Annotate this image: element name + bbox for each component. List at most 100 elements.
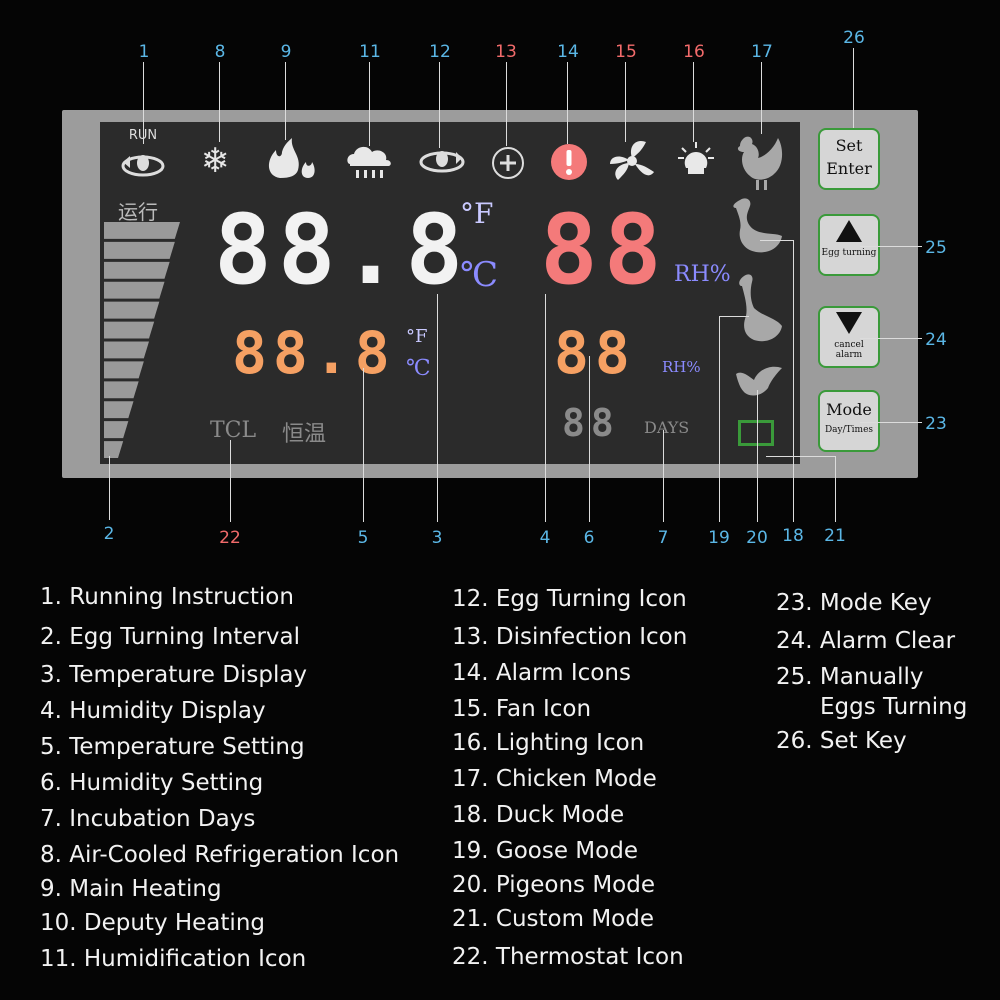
legend-item: 22. Thermostat Icon [452, 944, 684, 970]
egg-turning-icon [416, 144, 468, 178]
callout-7: 7 [657, 528, 669, 548]
leader-12 [439, 62, 440, 148]
leader-22 [230, 440, 231, 522]
legend-item: 24. Alarm Clear [776, 628, 956, 654]
callout-13: 13 [495, 42, 517, 62]
legend-item: 12. Egg Turning Icon [452, 586, 687, 612]
legend-item: Eggs Turning [820, 694, 968, 720]
leader-18 [793, 240, 794, 522]
legend-item: 17. Chicken Mode [452, 766, 657, 792]
leader-5 [363, 368, 364, 522]
leader-25 [860, 246, 922, 247]
leader-8 [219, 62, 220, 142]
flame-icon [262, 136, 322, 180]
leader-21-h [766, 456, 836, 457]
legend-item: 2. Egg Turning Interval [40, 624, 301, 650]
humidity-display: 88 [540, 194, 668, 306]
leader-14 [567, 62, 568, 144]
callout-9: 9 [280, 42, 292, 62]
leader-1 [143, 62, 144, 144]
callout-21: 21 [824, 526, 846, 546]
callout-23: 23 [925, 414, 947, 434]
leader-13 [506, 62, 507, 146]
legend-item: 26. Set Key [776, 728, 907, 754]
interval-bar-segment [104, 222, 180, 239]
callout-24: 24 [925, 330, 947, 350]
leader-4 [545, 294, 546, 522]
alarm-icon [550, 143, 588, 181]
leader-19-h [719, 316, 749, 317]
humidity-setting: 88 [554, 319, 636, 387]
legend-item: 21. Custom Mode [452, 906, 654, 932]
goose-icon [736, 272, 786, 346]
interval-bar-segment [104, 401, 134, 419]
interval-bar-segment [104, 421, 129, 439]
custom-mode-icon [738, 420, 774, 446]
pigeon-icon [732, 362, 786, 402]
leader-23 [860, 422, 922, 423]
down-key-sublabel: cancel alarm [834, 340, 864, 360]
humidity-set-unit: RH% [662, 358, 701, 376]
legend-item: 15. Fan Icon [452, 696, 592, 722]
leader-9 [285, 62, 286, 140]
leader-20 [757, 390, 758, 522]
leader-18-h [760, 240, 794, 241]
legend-item: 8. Air-Cooled Refrigeration Icon [40, 842, 400, 868]
tcl-label: TCL [210, 418, 257, 443]
egg-turning-run-icon [118, 146, 168, 180]
humidity-unit: RH% [674, 262, 731, 287]
interval-bar-segment [104, 301, 160, 319]
temp-unit-f: °F [460, 197, 494, 230]
up-key-sublabel: Egg turning [821, 248, 877, 258]
egg-turning-interval-bars [104, 222, 180, 458]
run-cn-label: 运行 [118, 200, 158, 224]
alarm-clear-down-key[interactable]: cancel alarm [818, 306, 880, 368]
triangle-up-icon [820, 218, 878, 248]
temp-set-unit-c: ℃ [406, 356, 431, 381]
days-label: DAYS [644, 418, 690, 437]
callout-20: 20 [746, 528, 768, 548]
leader-11 [369, 62, 370, 146]
snowflake-icon: ❄ [200, 141, 230, 181]
temperature-display: 88.8 [214, 194, 470, 306]
legend-item: 6. Humidity Setting [40, 770, 264, 796]
legend-item: 19. Goose Mode [452, 838, 638, 864]
chicken-icon [730, 132, 788, 194]
duck-icon [730, 196, 786, 258]
set-enter-key[interactable]: Set Enter [818, 128, 880, 190]
callout-15: 15 [615, 42, 637, 62]
egg-turning-up-key[interactable]: Egg turning [818, 214, 880, 276]
fan-icon [606, 136, 658, 186]
leader-21 [835, 456, 836, 522]
rain-cloud-icon [344, 140, 394, 182]
callout-26: 26 [843, 28, 865, 48]
legend-item: 11. Humidification Icon [40, 946, 307, 972]
leader-19 [719, 316, 720, 522]
leader-3 [437, 294, 438, 522]
leader-16 [693, 62, 694, 142]
mode-key[interactable]: Mode Day/Times [818, 390, 880, 452]
interval-bar-segment [104, 241, 175, 259]
leader-7 [663, 430, 664, 522]
leader-2 [109, 456, 110, 520]
legend-item: 20. Pigeons Mode [452, 872, 656, 898]
legend-item: 9. Main Heating [40, 876, 222, 902]
callout-25: 25 [925, 238, 947, 258]
callout-2: 2 [103, 524, 115, 544]
callout-17: 17 [751, 42, 773, 62]
incubation-days: 88 [562, 401, 620, 445]
legend-item: 7. Incubation Days [40, 806, 256, 832]
callout-5: 5 [357, 528, 369, 548]
set-key-label: Set [835, 136, 863, 155]
legend-item: 14. Alarm Icons [452, 660, 631, 686]
interval-bar-segment [104, 441, 124, 458]
interval-bar-segment [104, 281, 165, 299]
callout-1: 1 [138, 42, 150, 62]
legend-item: 5. Temperature Setting [40, 734, 305, 760]
callout-16: 16 [683, 42, 705, 62]
callout-11: 11 [359, 42, 381, 62]
callout-14: 14 [557, 42, 579, 62]
lcd-screen [100, 122, 800, 464]
leader-15 [625, 62, 626, 142]
enter-key-label: Enter [826, 159, 872, 178]
